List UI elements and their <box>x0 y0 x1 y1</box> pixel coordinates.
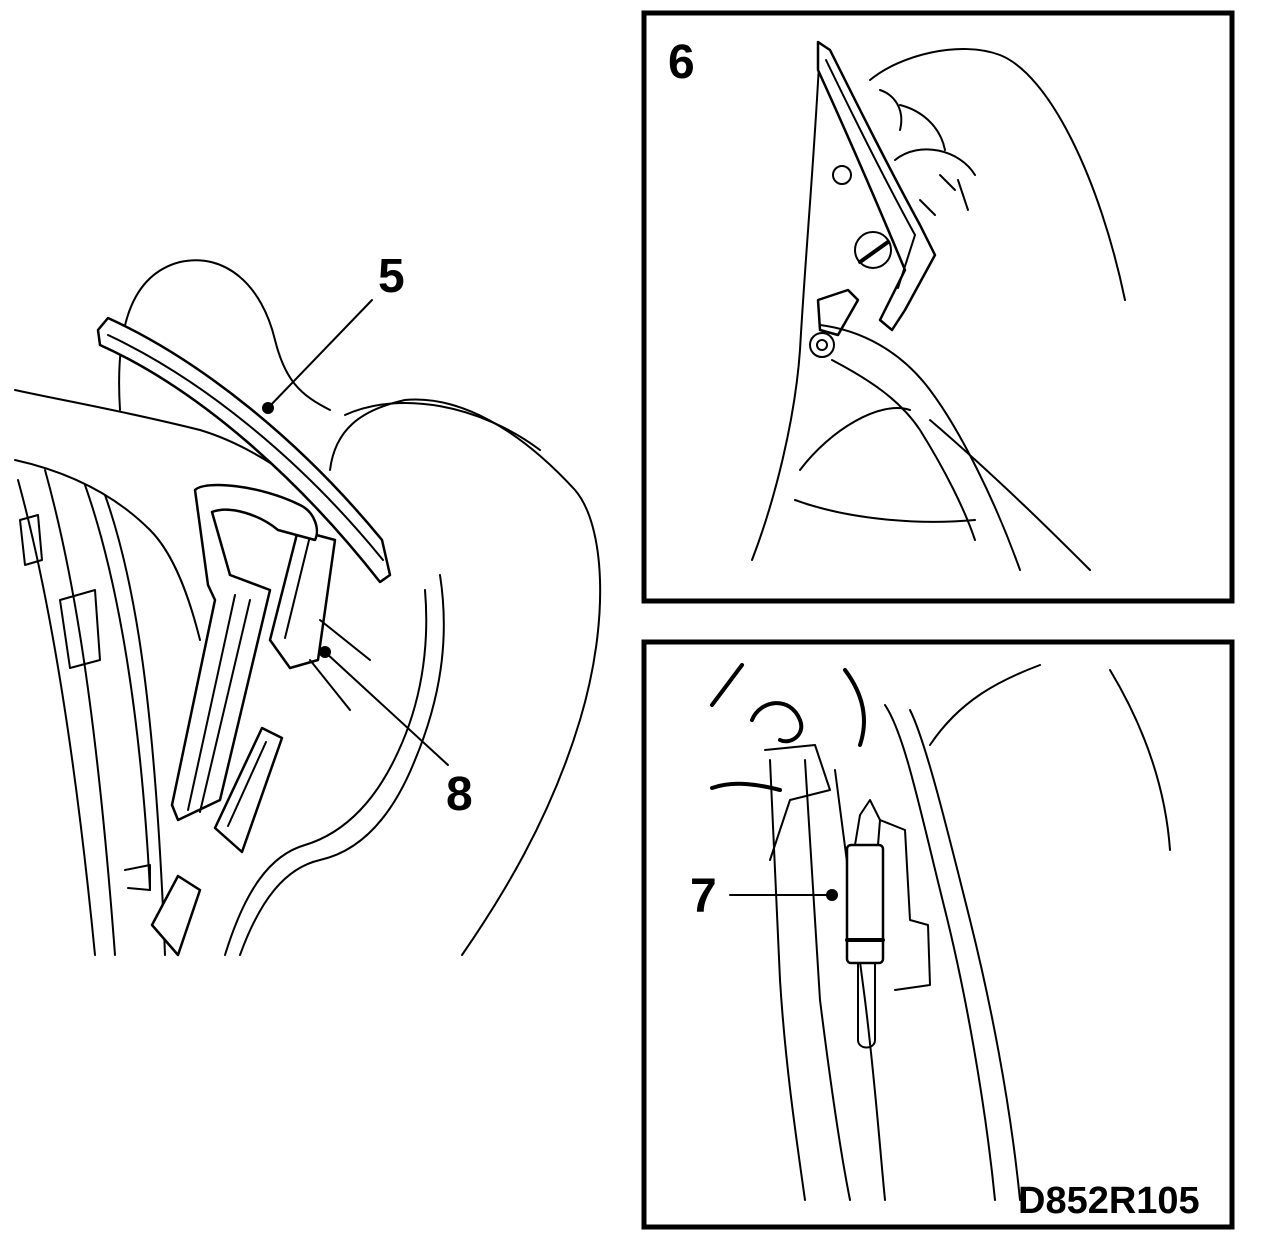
callout-7: 7 <box>690 870 717 923</box>
cover-piece-edge <box>284 535 311 639</box>
detail6-screw-1-slot <box>858 240 890 264</box>
trim-strip-inner <box>107 334 384 561</box>
detail-view-6 <box>641 10 1235 604</box>
detail6-seat-edge <box>751 44 821 561</box>
seat-frame-foot <box>124 864 151 891</box>
detail-view-7 <box>641 639 1235 1230</box>
clip-lower-1-edge <box>227 741 267 827</box>
cover-tab <box>309 619 371 711</box>
detail-frame-6 <box>641 10 1235 604</box>
headrest-outline <box>118 259 331 411</box>
detail7-rail-2 <box>804 759 851 1201</box>
detail6-hand-upper-lines <box>919 174 969 216</box>
detail6-trim-groove <box>825 59 916 289</box>
detail7-lock-top <box>854 799 881 846</box>
detail6-nut <box>809 332 835 358</box>
detail7-wire-1 <box>710 663 744 707</box>
detail6-hand-upper <box>869 48 1126 301</box>
leader-8-dot <box>319 646 331 658</box>
detail6-hand-upper-fingers <box>879 89 976 176</box>
detail7-seat-side <box>909 709 1021 1201</box>
seat-frame-rail-1 <box>17 479 96 956</box>
guide-bracket-edge <box>187 594 251 813</box>
detail7-lock-body <box>845 843 885 965</box>
detail7-wire-2 <box>750 701 804 744</box>
main-view: 5 8 <box>14 250 602 957</box>
detail6-tool <box>819 324 1021 571</box>
detail6-hand-lower <box>794 407 1091 571</box>
detail7-seat-outline <box>929 664 1171 851</box>
detail7-wire-3 <box>843 668 867 747</box>
callout-5: 5 <box>378 250 405 303</box>
clip-lower-1 <box>213 726 284 854</box>
detail6-nut-inner <box>816 339 828 351</box>
leader-5-dot <box>262 402 274 414</box>
seat-back-outline <box>329 398 602 956</box>
detail6-tool-2 <box>831 359 976 541</box>
detail6-trim-panel <box>816 40 937 332</box>
trim-strip <box>96 316 392 584</box>
detail6-screw-1 <box>854 231 892 269</box>
seat-back-inner-2 <box>224 589 428 956</box>
detail7-bracket <box>764 744 931 991</box>
seat-frame-rail-3 <box>84 484 151 891</box>
detail7-rail-1 <box>769 759 806 1201</box>
seat-back-top <box>344 401 541 451</box>
seat-frame-rail-2 <box>44 469 116 956</box>
detail7-rail-3 <box>834 769 886 1201</box>
detail-frame-7 <box>641 639 1235 1230</box>
detail7-wire-4 <box>710 781 782 792</box>
detail7-lock-rod <box>857 962 876 1049</box>
detail6-screw-2 <box>832 165 852 185</box>
leader-5 <box>267 299 373 409</box>
callout-8: 8 <box>446 768 473 821</box>
clip-lower-2 <box>150 874 202 957</box>
hand-left-lower <box>14 459 201 641</box>
seat-frame-bracket <box>19 514 101 669</box>
leader-7-dot <box>826 889 838 901</box>
drawing-code: D852R105 <box>1018 1180 1200 1222</box>
seat-back-inner <box>239 574 445 956</box>
guide-bracket <box>170 483 319 822</box>
leader-8 <box>324 651 449 766</box>
detail7-seat-side-2 <box>884 704 996 1201</box>
callout-6: 6 <box>668 36 695 89</box>
seat-frame-rail-4 <box>104 494 166 956</box>
